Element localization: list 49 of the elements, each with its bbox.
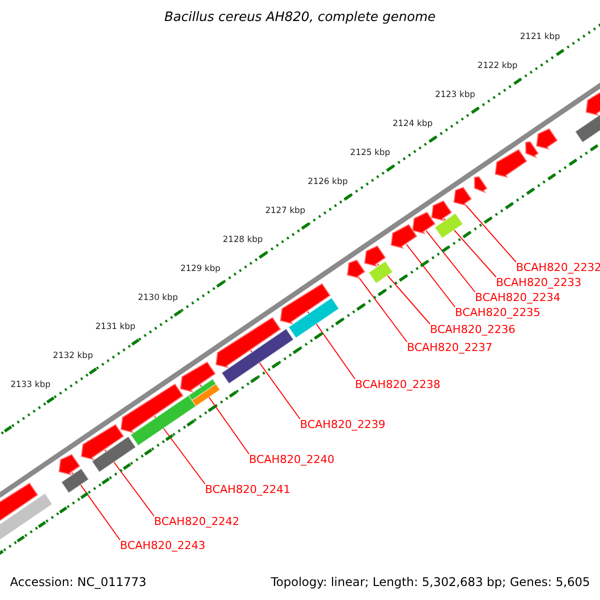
- scale-label: 2130 kbp: [138, 294, 178, 303]
- gene-label: BCAH820_2235: [455, 307, 540, 318]
- gene-feature: [494, 149, 528, 178]
- gene-feature: [364, 245, 386, 267]
- gene-feature: [525, 141, 539, 158]
- leader-line: [358, 276, 408, 342]
- scale-label: 2127 kbp: [265, 207, 306, 216]
- scale-label: 2122 kbp: [478, 62, 518, 71]
- gene-feature: [536, 128, 558, 150]
- gene-feature: [431, 200, 452, 222]
- gene-feature: [280, 283, 331, 324]
- gene-feature: [58, 454, 80, 476]
- gene-feature: [180, 361, 216, 393]
- gene-label: BCAH820_2233: [496, 277, 582, 288]
- gene-label: BCAH820_2232: [516, 262, 600, 273]
- diagram-title: Bacillus cereus AH820, complete genome: [163, 11, 437, 24]
- scale-label: 2131 kbp: [95, 323, 136, 332]
- scale-label: 2132 kbp: [52, 352, 93, 361]
- genome-summary: Topology: linear; Length: 5,302,683 bp; Genes: 5,605: [270, 576, 590, 588]
- scale-label: 2129 kbp: [180, 265, 220, 274]
- gene-label: BCAH820_2239: [300, 419, 386, 430]
- gene-feature: [390, 224, 418, 249]
- leader-line: [426, 230, 476, 292]
- gene-label: BCAH820_2237: [407, 342, 492, 353]
- gene-feature: [216, 316, 281, 368]
- gene-label: BCAH820_2238: [355, 379, 440, 390]
- scale-label: 2133 kbp: [10, 381, 51, 390]
- leader-line: [406, 244, 456, 308]
- scale-label: 2125 kbp: [350, 149, 390, 158]
- gene-label: BCAH820_2242: [154, 516, 240, 527]
- scale-label: 2123 kbp: [435, 91, 476, 100]
- leader-line: [464, 204, 516, 262]
- accession-label: Accession: NC_011773: [10, 576, 146, 588]
- gene-label: BCAH820_2236: [430, 324, 516, 335]
- gene-feature: [346, 260, 366, 279]
- gene-feature: [453, 186, 472, 206]
- scale-label: 2121 kbp: [520, 33, 560, 42]
- gene-feature: [120, 383, 184, 434]
- gene-label: BCAH820_2241: [205, 484, 290, 495]
- leader-line: [377, 264, 430, 324]
- scale-label: 2128 kbp: [222, 236, 263, 245]
- gene-label: BCAH820_2234: [475, 292, 560, 303]
- gene-label: BCAH820_2243: [120, 540, 206, 551]
- scale-label: 2124 kbp: [392, 120, 433, 129]
- gene-feature: [412, 212, 436, 234]
- gene-feature: [474, 176, 488, 194]
- scale-label: 2126 kbp: [308, 178, 348, 187]
- gene-feature: [80, 424, 124, 460]
- gene-label: BCAH820_2240: [249, 454, 334, 465]
